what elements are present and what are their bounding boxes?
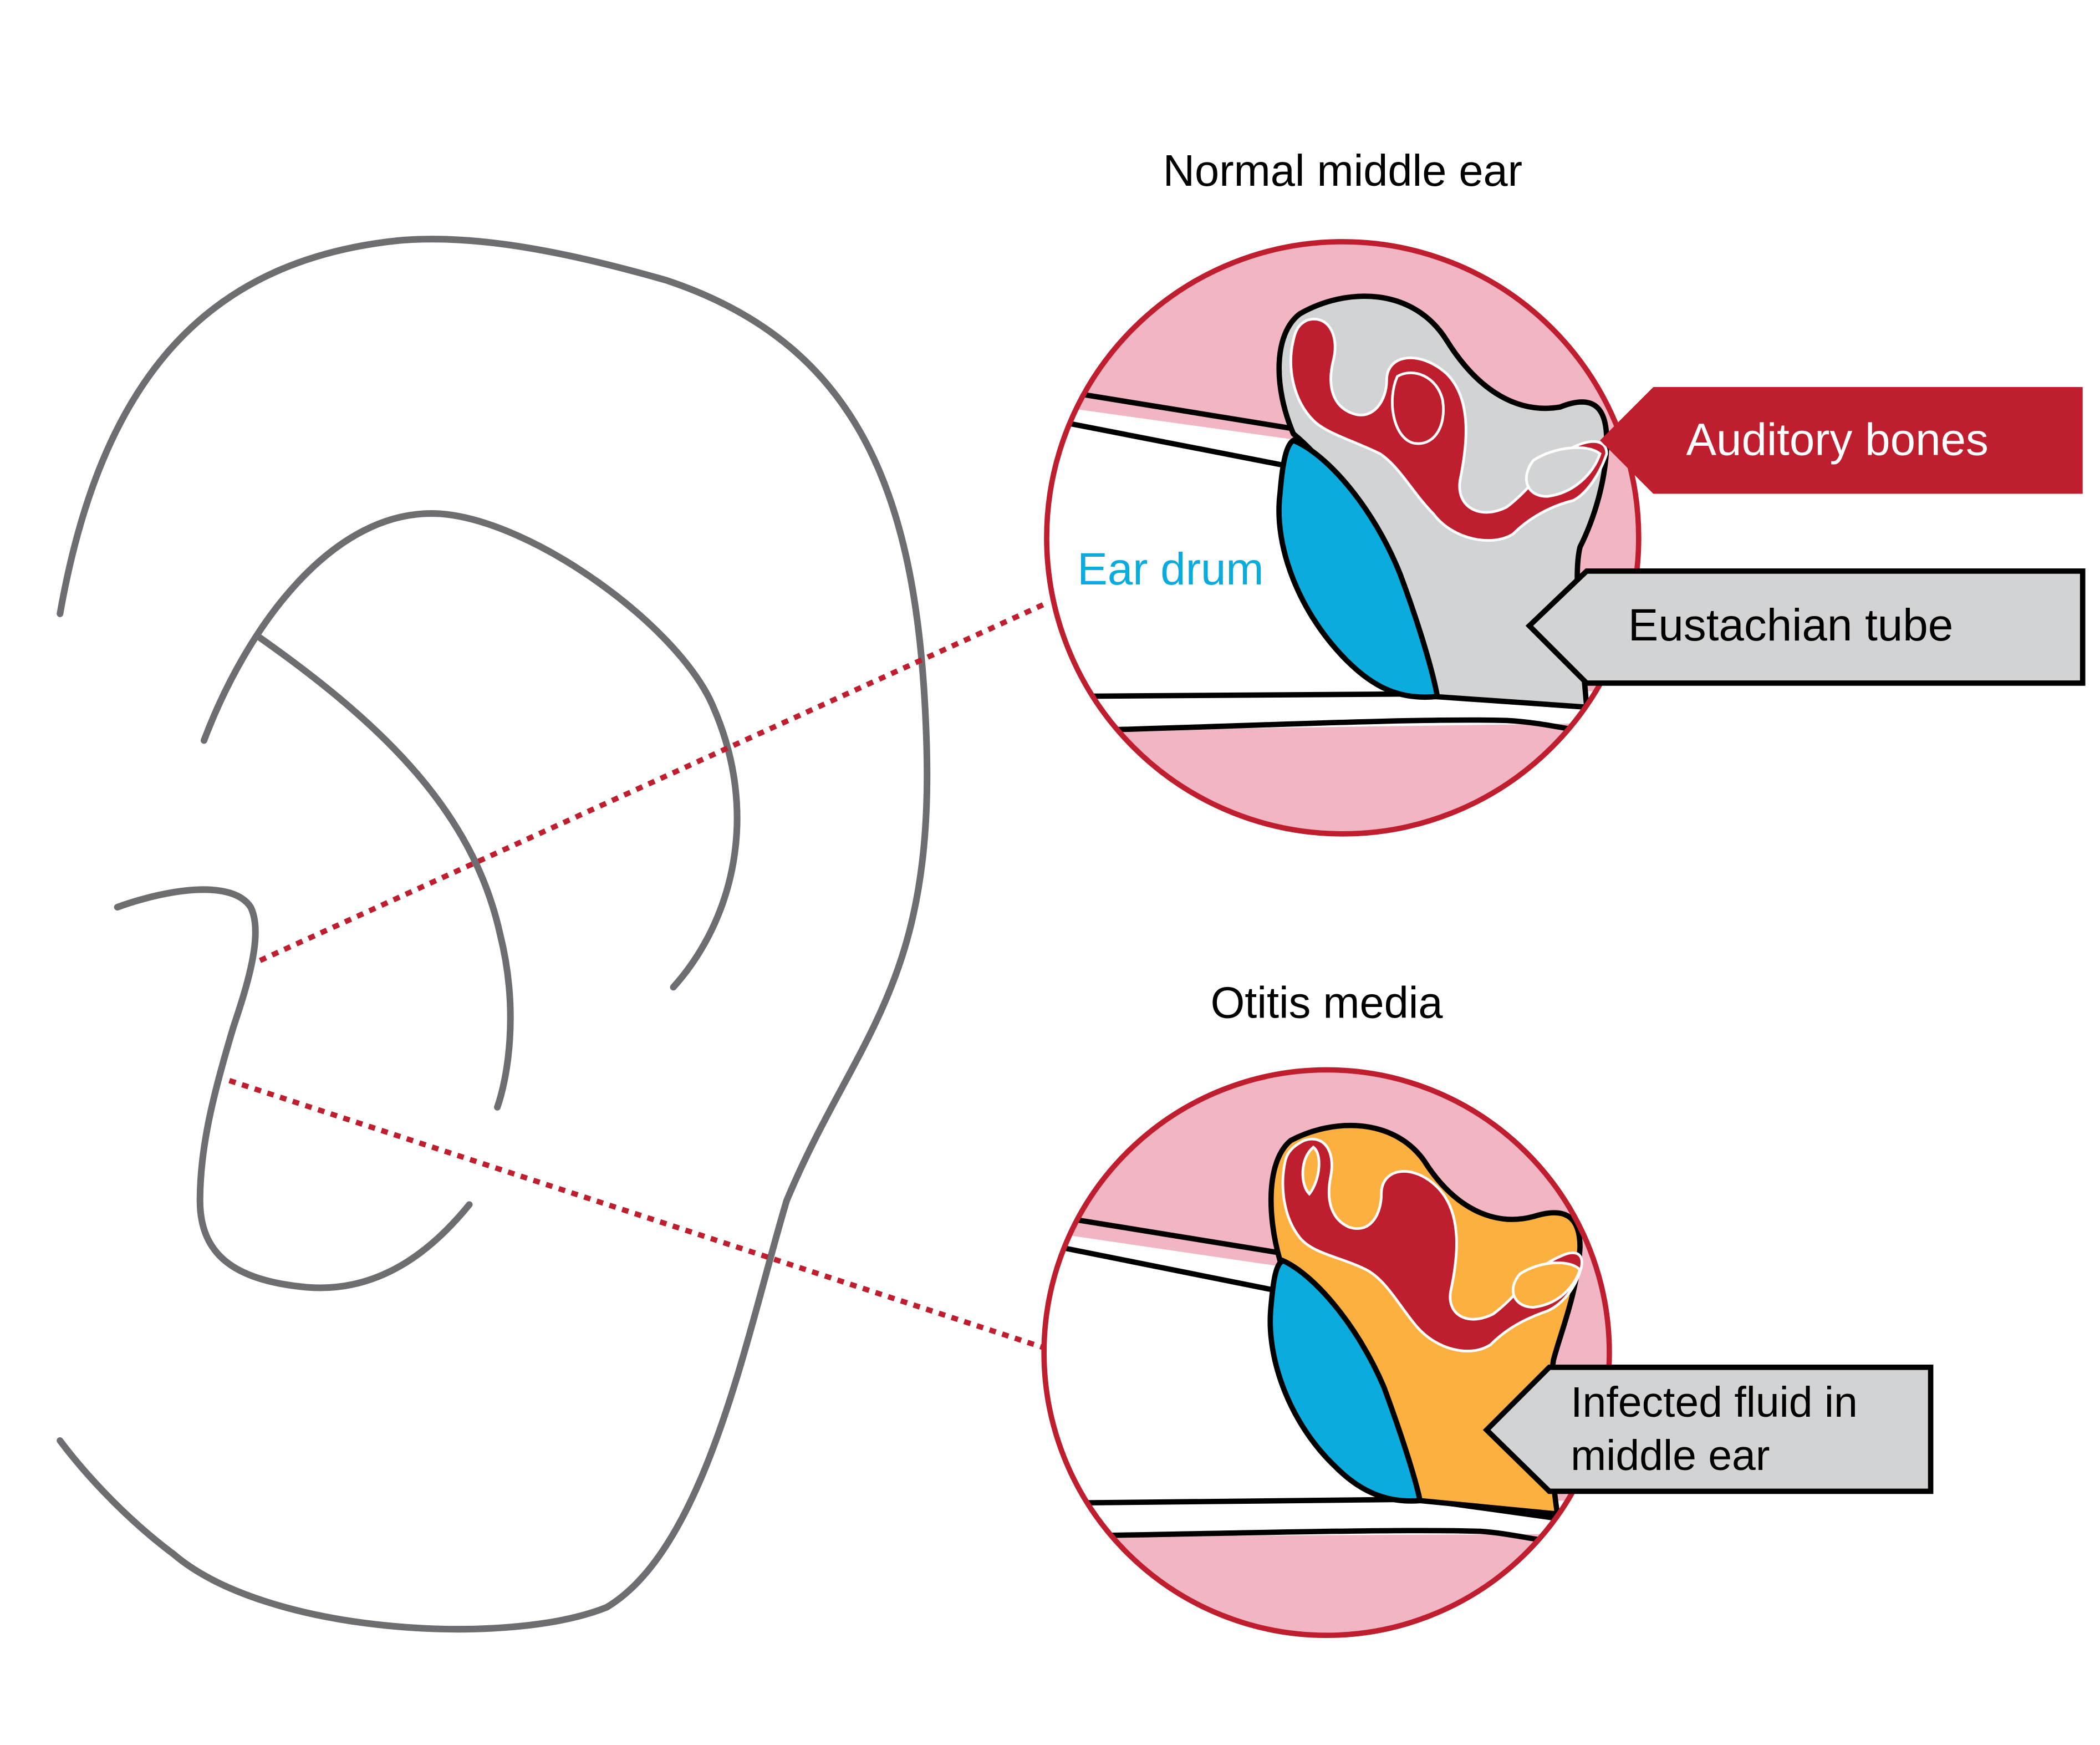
tragus-concha-curve (114, 886, 473, 1291)
outer-ear-outline (57, 236, 931, 1633)
auditory-bones-callout: Auditory bones (1600, 387, 2083, 494)
antihelix-crus (256, 634, 514, 1111)
connector-to-otitis (228, 1078, 1052, 1353)
ear-drum-shape-infected (1267, 1257, 1424, 1504)
normal-middle-ear-circle (1044, 239, 1642, 837)
infected-fluid-label-line1: Infected fluid in (1571, 1378, 1858, 1426)
otitis-media-title: Otitis media (1211, 978, 1444, 1027)
infected-fluid-callout: Infected fluid in middle ear (1482, 1364, 1934, 1494)
helix-curve (57, 236, 931, 1633)
connector-to-normal (259, 601, 1048, 963)
ear-drum-shape (1276, 437, 1441, 700)
connector-lines (228, 601, 1052, 1353)
eustachian-tube-callout: Eustachian tube (1525, 568, 2086, 686)
auditory-bones-label: Auditory bones (1686, 415, 1988, 465)
otitis-media-circle (1041, 1067, 1612, 1639)
antihelix-curve (200, 510, 741, 991)
auditory-bones-shape (1289, 318, 1608, 542)
auditory-bones-infected (1281, 1137, 1583, 1352)
eustachian-tube-label: Eustachian tube (1628, 600, 1953, 650)
infected-fluid-label-line2: middle ear (1571, 1432, 1770, 1479)
eustachian-tube-channel-infected (1044, 1500, 1573, 1537)
ear-drum-label: Ear drum (1077, 544, 1263, 594)
normal-middle-ear-title: Normal middle ear (1163, 146, 1522, 195)
